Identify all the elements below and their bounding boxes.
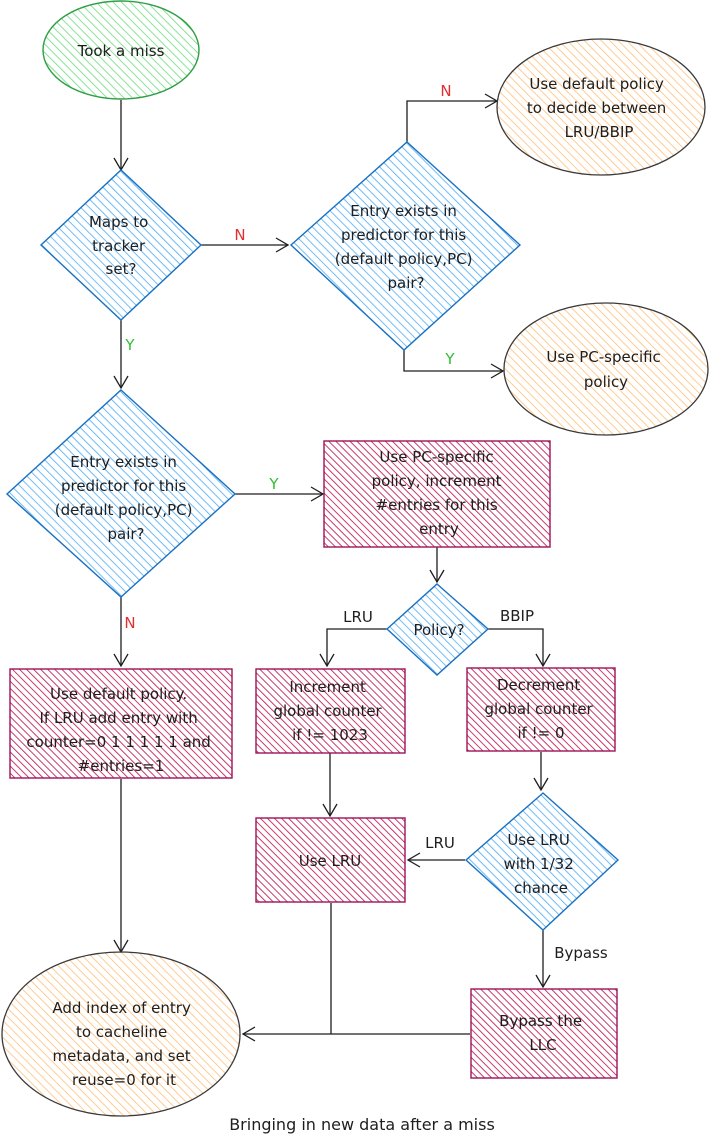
arrowhead-down [113,375,129,390]
decision-diamond [385,583,490,676]
node-label: Entry exists in predictor for this (defa… [55,453,197,543]
node-use-lru-chance: Use LRU with 1/32 chance [464,792,620,931]
process-box [323,440,551,548]
node-label: Use LRU [299,852,362,870]
edge-label-left-no: N [124,614,135,632]
start-ellipse [42,0,200,100]
edges [120,100,544,1035]
edge-label-policy-bbip: BBIP [500,607,534,625]
decision-diamond [289,141,522,351]
node-label: Use LRU with 1/32 chance [503,831,578,897]
node-entry-exists-top: Entry exists in predictor for this (defa… [289,141,522,351]
process-box [255,668,406,754]
node-label: Increment global counter if != 1023 [273,678,386,744]
edge-label-maps-yes: Y [124,336,135,354]
arrowhead-down [535,974,551,989]
arrowhead-right [275,237,290,253]
node-add-index: Add index of entry to cacheline metadata… [1,951,241,1117]
node-label: Use PC-specific policy [546,348,665,391]
node-use-lru: Use LRU [255,817,406,903]
node-pc-specific-top: Use PC-specific policy [503,302,709,436]
terminal-ellipse [1,951,241,1117]
node-policy-question: Policy? [385,583,490,676]
node-label: Use default policy. If LRU add entry wit… [26,685,215,775]
arrowhead-left [241,1026,256,1042]
arrowhead-down [429,569,445,584]
decision-diamond [5,389,237,598]
node-use-pc-increment: Use PC-specific policy, increment #entri… [323,440,551,548]
process-box [470,988,618,1079]
node-label: Took a miss [77,42,165,60]
edge-labels: N N Y Y Y N LRU BBIP LRU Bypass [124,82,608,962]
process-box [466,667,616,752]
arrowhead-down [535,653,551,668]
arrowhead-right [310,486,325,502]
terminal-ellipse [496,38,706,176]
process-box [9,668,233,779]
decision-diamond [464,792,620,931]
node-entry-exists-left: Entry exists in predictor for this (defa… [5,389,237,598]
edge-label-chance-lru: LRU [425,834,455,852]
edge-label-left-yes: Y [268,475,279,493]
arrowhead-left [406,852,421,868]
arrowhead-right [490,363,505,379]
edge-label-policy-lru: LRU [343,608,373,626]
arrowhead-down [319,653,335,668]
node-label: Entry exists in predictor for this (defa… [335,202,477,292]
arrowhead-down [322,803,338,818]
diagram-caption: Bringing in new data after a miss [229,1115,495,1134]
node-default-policy-top: Use default policy to decide between LRU… [496,38,706,176]
edge-label-maps-no: N [234,226,245,244]
node-label: Use PC-specific policy, increment #entri… [372,448,507,538]
node-label: Policy? [413,621,464,639]
node-label: Add index of entry to cacheline metadata… [52,999,195,1089]
node-label: Bypass the LLC [499,1012,587,1054]
node-label: Maps to tracker set? [89,213,153,278]
arrowhead-down [533,777,549,792]
edge-label-chance-bypass: Bypass [554,944,608,962]
edge-top-no [406,100,497,142]
arrowhead-down [113,653,129,668]
terminal-ellipse [503,302,709,436]
node-decrement-counter: Decrement global counter if != 0 [466,667,616,752]
node-use-default-add: Use default policy. If LRU add entry wit… [9,668,233,779]
node-took-miss: Took a miss [42,0,200,100]
edge-policy-bbip [488,628,544,666]
process-box [255,817,406,903]
edge-top-yes [403,350,503,372]
edge-policy-lru [326,628,387,666]
node-maps-tracker: Maps to tracker set? [39,169,203,321]
node-bypass-llc: Bypass the LLC [470,988,618,1079]
edge-label-top-no: N [440,82,451,100]
edge-label-top-yes: Y [444,350,455,368]
node-label: Use default policy to decide between LRU… [527,75,671,141]
node-increment-counter: Increment global counter if != 1023 [255,668,406,754]
node-label: Decrement global counter if != 0 [484,676,597,742]
decision-diamond [39,169,203,321]
